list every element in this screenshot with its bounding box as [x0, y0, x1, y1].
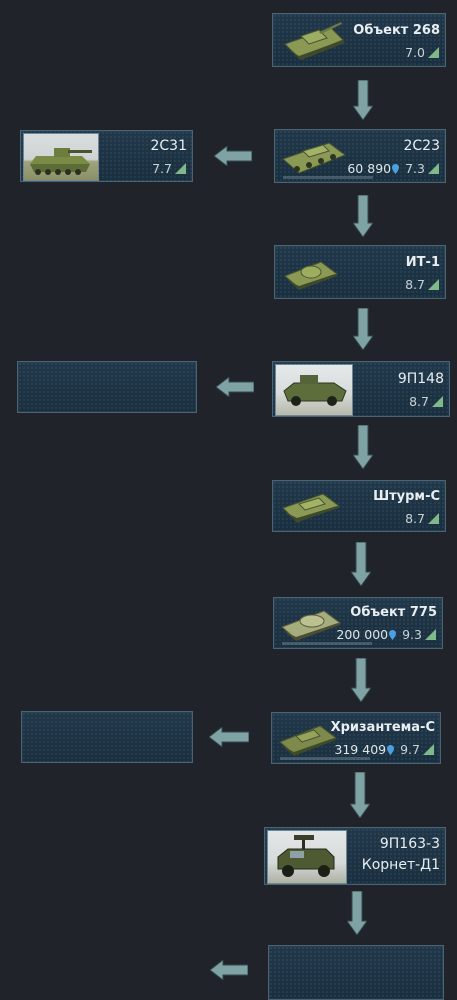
arrow-down-icon — [351, 542, 371, 586]
empty-vehicle-slot — [17, 361, 197, 413]
research-points-icon — [392, 163, 400, 174]
battle-rating: 7.7 — [152, 161, 186, 176]
battle-rating: 8.7 — [405, 511, 439, 526]
research-cost: 319 409 — [334, 742, 395, 757]
tank-icon — [284, 261, 339, 290]
vehicle-name: Штурм-С — [373, 489, 440, 504]
vehicle-name: Объект 775 — [350, 605, 437, 620]
arrow-down-icon — [353, 80, 373, 120]
vehicle-name: ИТ-1 — [405, 255, 440, 270]
tank-icon — [282, 142, 347, 174]
empty-vehicle-slot — [21, 711, 193, 763]
vehicle-card-2s31[interactable]: 2С31 7.7 — [20, 130, 193, 182]
arrow-down-icon — [350, 772, 370, 818]
arrow-down-icon — [353, 308, 373, 350]
cost-value: 60 890 — [347, 161, 392, 176]
battle-rating: 319 409 9.7 — [334, 742, 434, 757]
arrow-down-icon — [353, 425, 373, 469]
rank-icon — [428, 279, 439, 290]
br-value: 7.0 — [405, 45, 425, 60]
battle-rating: 8.7 — [405, 277, 439, 292]
research-progress-bar — [283, 176, 373, 179]
br-value: 7.3 — [405, 161, 425, 176]
empty-vehicle-slot — [268, 945, 444, 1000]
vehicle-card-obj268[interactable]: Объект 268 7.0 — [272, 13, 446, 67]
research-progress-bar — [282, 642, 372, 645]
battle-rating: 8.7 — [409, 394, 443, 409]
rank-icon — [428, 513, 439, 524]
tank-icon — [281, 610, 342, 641]
rank-icon — [432, 396, 443, 407]
research-progress-bar — [280, 757, 370, 760]
arrow-left-icon — [214, 146, 252, 166]
vehicle-card-9p163[interactable]: 9П163-3 Корнет-Д1 — [264, 827, 446, 885]
br-value: 8.7 — [405, 277, 425, 292]
tank-icon — [30, 148, 92, 175]
battle-rating: 60 890 7.3 — [347, 161, 439, 176]
vehicle-name: 2С23 — [403, 138, 441, 154]
arrow-left-icon — [216, 377, 254, 397]
vehicle-card-obj775[interactable]: Объект 775 200 000 9.3 — [273, 597, 443, 649]
vehicle-card-it1[interactable]: ИТ-1 8.7 — [274, 245, 446, 299]
vehicle-name: Хризантема-С — [330, 720, 435, 735]
research-cost: 200 000 — [336, 627, 397, 642]
br-value: 8.7 — [405, 511, 425, 526]
vehicle-name: Объект 268 — [353, 23, 440, 38]
vehicle-name: 9П148 — [397, 371, 444, 387]
vehicle-card-9p148[interactable]: 9П148 8.7 — [272, 361, 450, 417]
research-points-icon — [389, 629, 397, 640]
rank-icon — [428, 47, 439, 58]
br-value: 9.7 — [400, 742, 420, 757]
rank-icon — [425, 629, 436, 640]
br-value: 9.3 — [402, 627, 422, 642]
arrow-down-icon — [353, 195, 373, 237]
vehicle-photo — [23, 133, 99, 181]
tank-icon — [279, 725, 338, 756]
vehicle-name-line2: Корнет-Д1 — [361, 857, 440, 873]
rank-icon — [175, 163, 186, 174]
arrow-down-icon — [347, 891, 367, 935]
vehicle-photo — [275, 364, 353, 416]
rank-icon — [428, 163, 439, 174]
battle-rating: 7.0 — [405, 45, 439, 60]
br-value: 8.7 — [409, 394, 429, 409]
arrow-left-icon — [209, 727, 249, 747]
cost-value: 200 000 — [336, 627, 389, 642]
arrow-left-icon — [210, 960, 248, 980]
research-points-icon — [387, 744, 395, 755]
battle-rating: 200 000 9.3 — [336, 627, 436, 642]
vehicle-name-line1: 9П163-3 — [379, 836, 440, 852]
vehicle-card-2s23[interactable]: 2С23 60 890 7.3 — [274, 129, 446, 183]
research-cost: 60 890 — [347, 161, 400, 176]
vehicle-icon — [283, 375, 347, 406]
br-value: 7.7 — [152, 161, 172, 176]
tank-icon — [282, 493, 341, 523]
vehicle-name: 2С31 — [150, 138, 188, 154]
vehicle-card-khrizantema[interactable]: Хризантема-С 319 409 9.7 — [271, 712, 441, 764]
vehicle-card-shturm[interactable]: Штурм-С 8.7 — [272, 480, 446, 532]
vehicle-icon — [277, 835, 335, 877]
arrow-down-icon — [351, 658, 371, 702]
vehicle-photo — [267, 830, 347, 884]
rank-icon — [423, 744, 434, 755]
cost-value: 319 409 — [334, 742, 387, 757]
tank-icon — [284, 22, 345, 60]
